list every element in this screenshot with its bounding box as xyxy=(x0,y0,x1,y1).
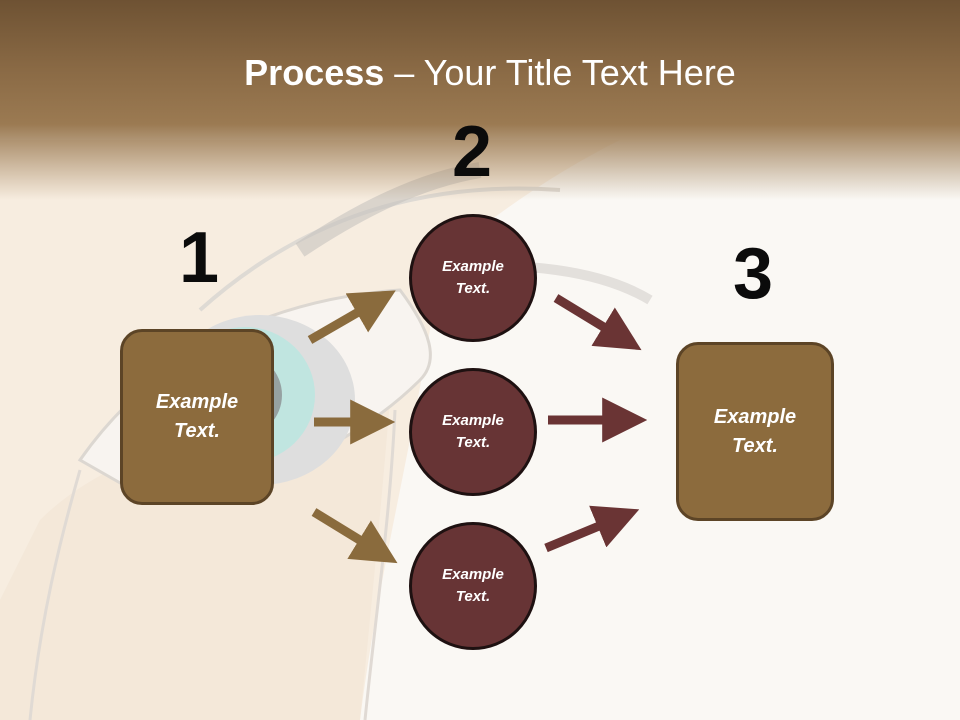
header-band xyxy=(0,0,960,200)
circle-2: Example Text. xyxy=(409,368,537,496)
slide-title: Process – Your Title Text Here xyxy=(0,52,960,94)
arrow-circle-3-to-right xyxy=(544,505,640,553)
circle-1: Example Text. xyxy=(409,214,537,342)
circle-3: Example Text. xyxy=(409,522,537,650)
right-box: Example Text. xyxy=(676,342,834,521)
step-number-2: 2 xyxy=(451,112,493,192)
arrow-left-to-circle-1 xyxy=(307,290,396,344)
right-box-text: Example Text. xyxy=(713,405,797,457)
circle-2-text: Example Text. xyxy=(442,411,504,452)
step-number-1: 1 xyxy=(178,218,220,298)
step-number-3: 3 xyxy=(732,234,774,314)
circle-3-text: Example Text. xyxy=(442,565,504,606)
title-rest: – Your Title Text Here xyxy=(384,52,736,93)
title-bold: Process xyxy=(244,52,385,93)
arrow-left-to-circle-3 xyxy=(311,508,398,564)
left-box-text: Example Text. xyxy=(155,391,239,442)
left-box: Example Text. xyxy=(120,329,274,505)
arrow-circle-1-to-right xyxy=(553,294,642,351)
circle-1-text: Example Text. xyxy=(442,257,504,298)
